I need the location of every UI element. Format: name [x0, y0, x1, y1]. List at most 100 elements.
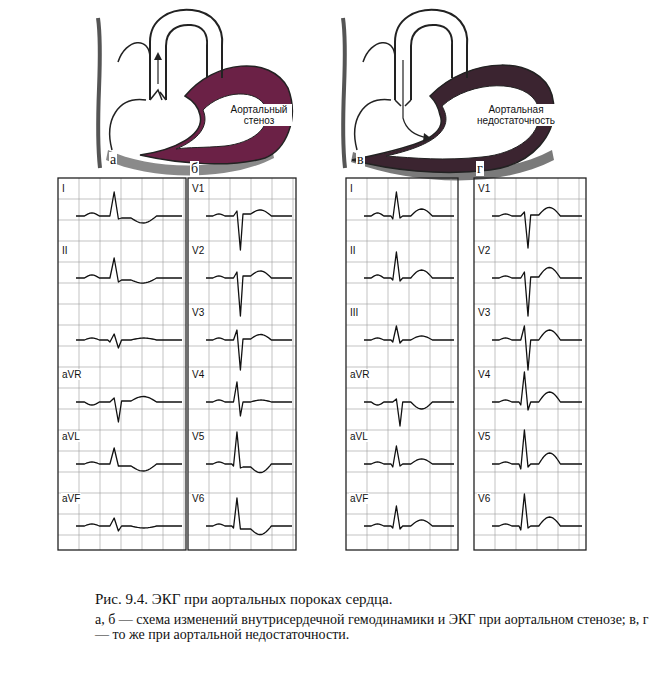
grid-line: [495, 178, 496, 550]
lead-label: V3: [191, 307, 205, 318]
ecg-trace: [492, 326, 582, 370]
ecg-grid: [474, 178, 586, 550]
lead-label: V4: [191, 369, 205, 380]
ecg-trace: [364, 399, 454, 426]
lead-label: V2: [477, 245, 491, 256]
grid-line: [474, 388, 586, 389]
ecg-trace: [76, 397, 182, 423]
lead-label: aVL: [61, 431, 81, 442]
grid-line: [58, 451, 186, 452]
lead-label: aVL: [349, 431, 369, 442]
grid-line: [474, 199, 586, 200]
ecg-grid: [188, 178, 296, 550]
grid-line: [58, 220, 186, 221]
grid-line: [58, 472, 186, 473]
ecg-trace: [364, 326, 454, 343]
grid-line: [209, 178, 210, 550]
lead-label: V6: [477, 493, 491, 504]
grid-line: [188, 325, 296, 326]
grid-border: [474, 178, 586, 550]
grid-line: [163, 178, 164, 550]
grid-line: [409, 178, 410, 550]
ecg-trace: [492, 494, 582, 530]
grid-line: [346, 472, 458, 473]
grid-line: [430, 178, 431, 550]
grid-line: [474, 262, 586, 263]
grid-border: [58, 178, 186, 550]
lead-label: III: [349, 307, 359, 318]
grid-line: [474, 325, 586, 326]
ecg-trace: [364, 252, 454, 281]
ecg-trace: [206, 498, 292, 535]
lead-label: V2: [191, 245, 205, 256]
defect-label: Аортальная недостаточность: [468, 104, 564, 126]
ecg-trace: [76, 334, 182, 348]
lead-label: V3: [477, 307, 491, 318]
heart-regurgitation-illustration: [343, 10, 554, 181]
ecg-trace: [492, 372, 582, 410]
grid-line: [346, 199, 458, 200]
grid-line: [558, 178, 559, 550]
grid-line: [579, 178, 580, 550]
ecg-trace: [206, 382, 292, 416]
grid-line: [188, 241, 296, 242]
grid-line: [474, 451, 586, 452]
grid-line: [516, 178, 517, 550]
lead-label: V6: [191, 493, 205, 504]
grid-line: [58, 283, 186, 284]
panel-letter: г: [476, 161, 484, 176]
grid-line: [188, 199, 296, 200]
grid-line: [537, 178, 538, 550]
panel-letter: а: [109, 152, 117, 167]
ecg-trace: [76, 518, 182, 531]
grid-line: [188, 367, 296, 368]
grid-line: [58, 262, 186, 263]
grid-line: [388, 178, 389, 550]
grid-line: [58, 409, 186, 410]
lead-label: I: [61, 183, 66, 194]
grid-line: [346, 388, 458, 389]
grid-line: [184, 178, 185, 550]
ecg-trace: [206, 432, 292, 473]
lead-label: aVF: [61, 493, 81, 504]
grid-line: [58, 367, 186, 368]
grid-line: [346, 514, 458, 515]
grid-line: [346, 262, 458, 263]
ecg-trace: [76, 258, 182, 283]
ecg-trace: [206, 210, 292, 250]
ecg-grids: [58, 178, 586, 550]
grid-line: [474, 514, 586, 515]
grid-border: [346, 178, 458, 550]
grid-line: [58, 388, 186, 389]
grid-line: [251, 178, 252, 550]
lead-label: V1: [477, 183, 491, 194]
lead-label: V5: [191, 431, 205, 442]
grid-line: [272, 178, 273, 550]
grid-border: [188, 178, 296, 550]
grid-line: [474, 367, 586, 368]
grid-line: [188, 262, 296, 263]
ecg-traces: [76, 192, 582, 535]
grid-line: [346, 304, 458, 305]
ecg-trace: [76, 448, 182, 471]
grid-line: [293, 178, 294, 550]
ecg-trace: [492, 268, 582, 317]
grid-line: [474, 304, 586, 305]
grid-line: [58, 199, 186, 200]
grid-line: [230, 178, 231, 550]
lead-label: V4: [477, 369, 491, 380]
lead-label: V1: [191, 183, 205, 194]
heart-stenosis-illustration: [98, 10, 292, 176]
defect-label: Аортальный стеноз: [226, 104, 292, 126]
grid-line: [474, 472, 586, 473]
lead-label: II: [349, 245, 357, 256]
lead-label: aVR: [349, 369, 370, 380]
panel-letter: б: [190, 161, 199, 176]
grid-line: [346, 346, 458, 347]
ecg-trace: [492, 208, 582, 249]
grid-line: [188, 535, 296, 536]
ecg-trace: [364, 192, 454, 219]
grid-line: [188, 451, 296, 452]
grid-line: [474, 241, 586, 242]
